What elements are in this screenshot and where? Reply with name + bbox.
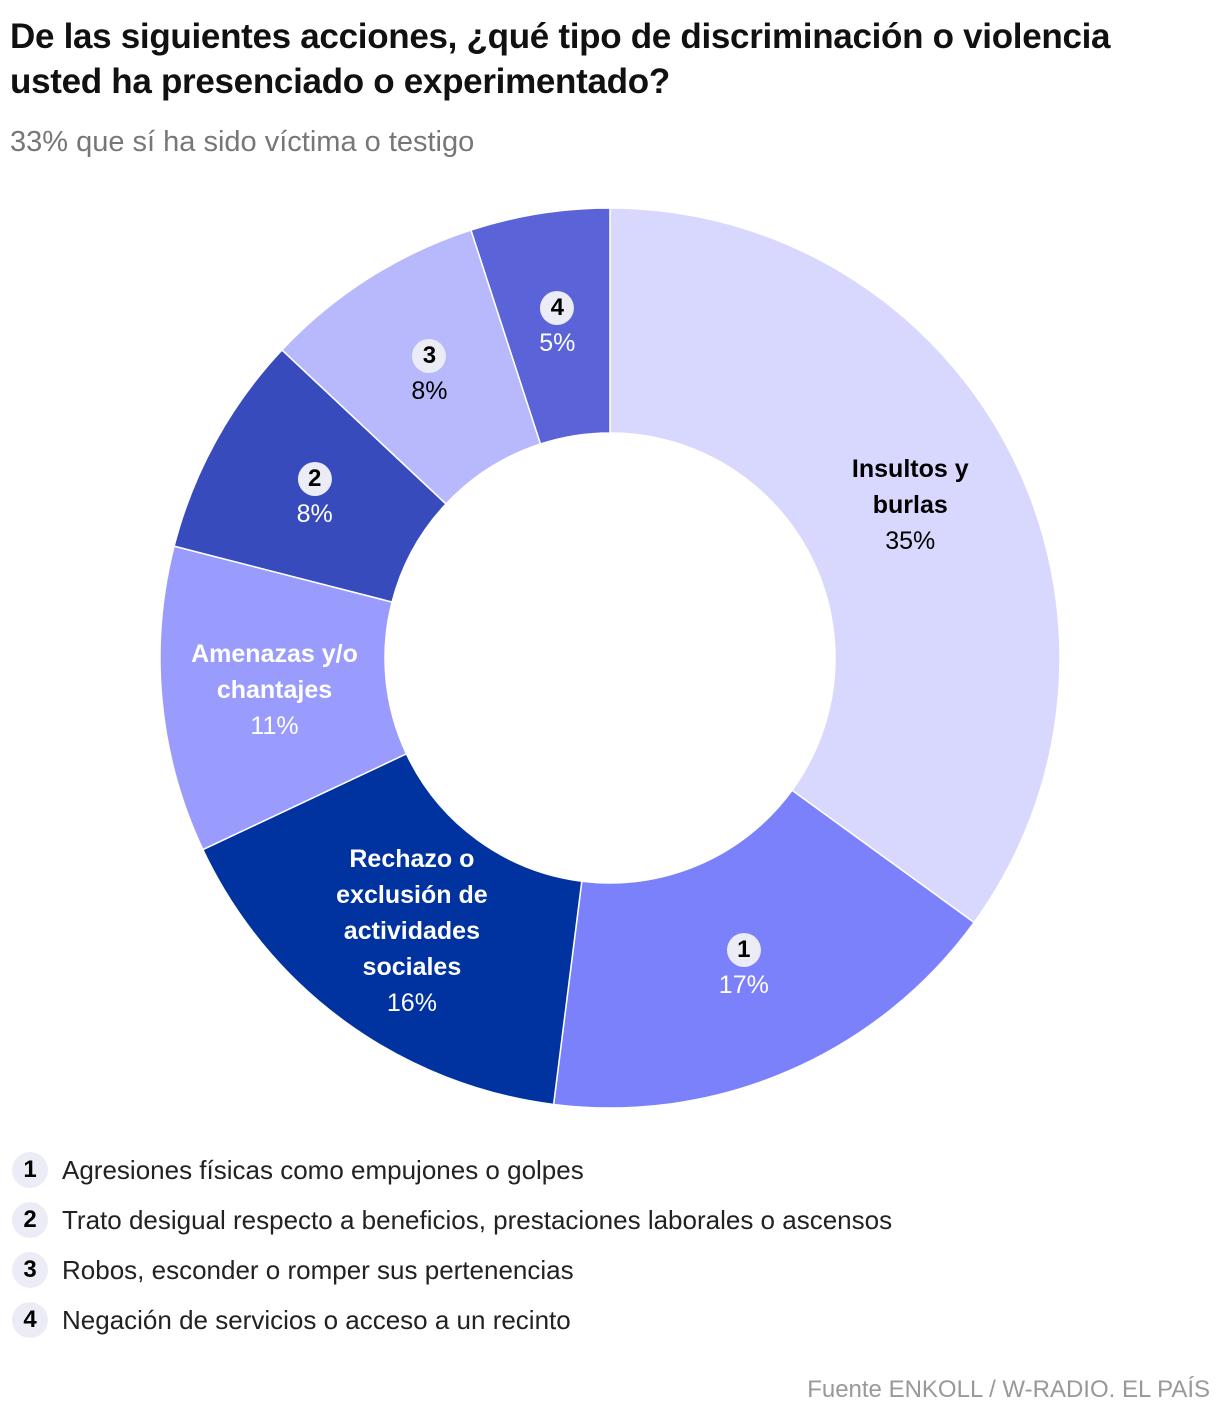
slice-0 <box>609 207 1061 924</box>
slice-value: 11% <box>250 711 299 740</box>
donut-chart <box>159 207 1061 1109</box>
slice-name: Insultos y <box>851 455 969 483</box>
legend-item: 1 Agresiones físicas como empujones o gol… <box>12 1145 892 1195</box>
slice-3 <box>159 545 408 851</box>
legend-badge: 2 <box>12 1202 48 1238</box>
legend-text: Agresiones físicas como empujones o golp… <box>62 1154 584 1185</box>
source-note: Fuente ENKOLL / W-RADIO. EL PAÍS <box>807 1376 1210 1403</box>
legend-text: Robos, esconder o romper sus pertenencia… <box>62 1254 574 1285</box>
slice-label: Amenazas y/o chantajes 11% <box>191 636 358 744</box>
legend-text: Negación de servicios o acceso a un reci… <box>62 1304 571 1335</box>
legend-item: 3 Robos, esconder o romper sus pertenenci… <box>12 1245 892 1295</box>
slice-value: 5% <box>539 329 576 358</box>
slice-name: Rechazo o <box>349 844 475 873</box>
slice-1 <box>552 789 976 1109</box>
slice-label: Rechazo o exclusión de actividades sociales… <box>336 841 487 1021</box>
legend-badge: 1 <box>12 1152 48 1188</box>
slice-name: sociales <box>362 952 462 981</box>
legend-badge: 3 <box>12 1252 48 1288</box>
legend: 1 Agresiones físicas como empujones o gol… <box>12 1145 892 1345</box>
slice-name: Amenazas y/o <box>191 639 358 668</box>
slice-badge: 1 <box>726 933 761 968</box>
legend-item: 4 Negación de servicios o acceso a un rec… <box>12 1295 892 1345</box>
slice-value: 8% <box>411 377 448 406</box>
chart-subtitle: 33% que sí ha sido víctima o testigo <box>10 126 475 158</box>
slice-value: 35% <box>885 527 936 555</box>
slice-value: 8% <box>296 499 333 528</box>
slice-badge: 3 <box>412 339 447 374</box>
slice-badge: 2 <box>297 461 332 496</box>
slice-label: Insultos y burlas 35% <box>852 451 969 559</box>
slice-name: exclusión de <box>336 880 488 909</box>
slice-value: 16% <box>386 988 437 1017</box>
slice-2 <box>201 752 583 1106</box>
chart-title: De las siguientes acciones, ¿qué tipo de… <box>10 17 1111 101</box>
slice-name: actividades <box>343 916 480 945</box>
legend-item: 2 Trato desigual respecto a beneficios, p… <box>12 1195 892 1245</box>
slice-6 <box>469 207 611 445</box>
legend-badge: 4 <box>12 1302 48 1338</box>
slice-badge: 4 <box>540 291 575 326</box>
slice-name: burlas <box>872 491 948 519</box>
legend-text: Trato desigual respecto a beneficios, pr… <box>62 1204 893 1235</box>
slice-name: chantajes <box>216 675 333 704</box>
slice-value: 17% <box>718 971 769 1000</box>
